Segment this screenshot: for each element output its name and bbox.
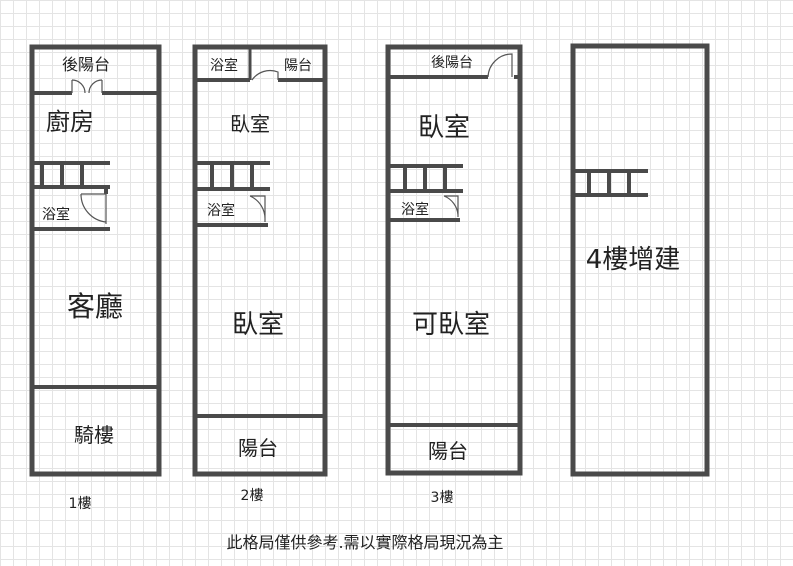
- floor-2-balcony-top-label: 陽台: [284, 58, 312, 74]
- floor-1-bathroom-label: 浴室: [42, 206, 70, 223]
- floor-2-caption: 2樓: [241, 488, 264, 504]
- floor-1-caption: 1樓: [69, 496, 92, 512]
- disclaimer-text: 此格局僅供參考.需以實際格局現況為主: [226, 533, 503, 552]
- floor-3-balcony-front-label: 陽台: [428, 439, 468, 463]
- floor-1-rear-balcony-label: 後陽台: [62, 55, 110, 74]
- floor-1-living-room-label: 客廳: [67, 290, 123, 323]
- floor-1-bathroom-door: [80, 193, 107, 224]
- floor-2-balcony-door: [251, 69, 279, 81]
- floor-2-bedroom-top-label: 臥室: [230, 112, 270, 136]
- floor-3-outline: [385, 44, 523, 476]
- floor-3-plan: 後陽台 臥室 浴室 可臥室 陽台 3樓: [385, 44, 523, 506]
- floor-3-balcony-door: [487, 53, 513, 78]
- floor-3-bedroom-top-label: 臥室: [418, 113, 470, 143]
- floor-2-outline: [192, 44, 328, 477]
- floor-2-bathroom-door: [249, 195, 266, 222]
- floor-2-plan: 浴室 陽台 臥室 浴室 臥室 陽台 2樓: [192, 44, 328, 504]
- floor-2-stairs: [195, 161, 270, 191]
- floor-3-possible-bedroom-label: 可臥室: [412, 310, 490, 340]
- floor-4-stairs: [573, 169, 648, 197]
- floor-1-stairs: [32, 161, 110, 189]
- floor-3-bathroom-door: [443, 195, 459, 217]
- floor-1-balcony-door: [71, 79, 86, 94]
- floor-4-outline: [570, 43, 710, 477]
- floor-3-bathroom-label: 浴室: [401, 201, 429, 218]
- floor-4-addition-label: 4樓增建: [586, 245, 681, 275]
- floor-2-bathroom-label: 浴室: [207, 202, 235, 219]
- floor-2-balcony-front-label: 陽台: [238, 436, 278, 460]
- floor-3-stairs: [388, 164, 463, 193]
- floor-1-outline: [29, 44, 162, 477]
- floor-4-plan: 4樓增建: [570, 43, 710, 477]
- floor-1-plan: 後陽台 廚房 浴室 客廳 騎樓 1樓: [29, 44, 162, 512]
- floor-2-bathroom-top-label: 浴室: [210, 57, 238, 74]
- floor-3-caption: 3樓: [431, 490, 454, 506]
- floor-1-arcade-label: 騎樓: [74, 423, 114, 447]
- floor-1-kitchen-label: 廚房: [46, 108, 94, 136]
- floor-2-bedroom-main-label: 臥室: [232, 310, 284, 340]
- floor-3-rear-balcony-label: 後陽台: [431, 55, 473, 71]
